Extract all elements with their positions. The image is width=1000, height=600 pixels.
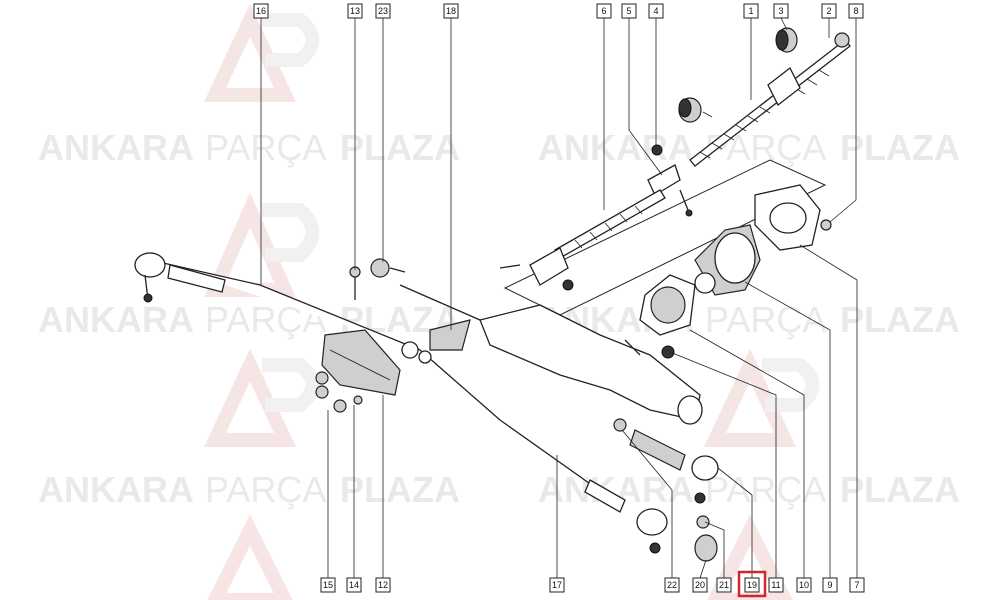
callout-label: 8 [853, 6, 858, 16]
callout-9: 9 [822, 577, 838, 593]
bracket-part-12 [321, 329, 432, 396]
rack-housing-part-18 [399, 284, 703, 425]
watermark-word: ANKARA [38, 469, 194, 510]
callout-label: 3 [778, 6, 783, 16]
watermark-text-row: ANKARA PARÇA PLAZA ANKARA PARÇA PLAZA [38, 469, 960, 510]
watermark-word: PARÇA [705, 299, 826, 340]
callout-14: 14 [346, 577, 362, 593]
track-rod-part-17 [419, 349, 668, 554]
callout-19: 19 [737, 570, 767, 598]
callout-label: 22 [667, 580, 677, 590]
nut-part-15 [315, 371, 329, 385]
callout-1: 1 [743, 3, 759, 19]
callout-label: 6 [601, 6, 606, 16]
watermark-logo [204, 3, 320, 102]
callout-label: 13 [350, 6, 360, 16]
callout-18: 18 [443, 3, 459, 19]
leader-lines [260, 17, 858, 579]
lower-shaft-part-6 [499, 189, 666, 291]
washer-part-14 [353, 395, 363, 405]
callout-16: 16 [253, 3, 269, 19]
boot-part-20 [694, 534, 718, 562]
callout-label: 9 [827, 580, 832, 590]
washer-part-15 [315, 385, 329, 399]
callout-13: 13 [347, 3, 363, 19]
tie-rod-part-22 [613, 418, 719, 504]
watermark-logo [204, 348, 320, 447]
highlight-frame [737, 570, 767, 598]
callout-12: 12 [375, 577, 391, 593]
watermark-text-row: ANKARA PARÇA PLAZA ANKARA PARÇA PLAZA [38, 127, 960, 168]
universal-joint-part-5 [647, 144, 693, 217]
watermark-word: ANKARA [38, 127, 194, 168]
callout-11: 11 [768, 577, 784, 593]
callout-15: 15 [320, 577, 336, 593]
watermark-logo [207, 514, 293, 600]
watermark-word: PARÇA [705, 469, 826, 510]
watermark-word: PLAZA [840, 469, 960, 510]
callout-label: 4 [653, 6, 658, 16]
callout-7: 7 [849, 577, 865, 593]
nut-part-21 [696, 515, 710, 529]
track-rod-part-16 [134, 252, 421, 351]
callout-20: 20 [692, 577, 708, 593]
callout-label: 14 [349, 580, 359, 590]
boot-part-9 [694, 224, 761, 296]
clamp-part-23 [370, 258, 406, 278]
watermark-word: PLAZA [840, 299, 960, 340]
watermark-logo [704, 348, 820, 447]
watermark-layer: ANKARA PARÇA PLAZA ANKARA PARÇA PLAZA AN… [38, 3, 960, 600]
callout-10: 10 [796, 577, 812, 593]
nut-part-8 [834, 32, 850, 48]
callout-2: 2 [821, 3, 837, 19]
callout-label: 1 [748, 6, 753, 16]
callout-23: 23 [375, 3, 391, 19]
watermark-word: PLAZA [840, 127, 960, 168]
callout-3: 3 [773, 3, 789, 19]
nut-part-14 [333, 399, 347, 413]
bush-part-3 [775, 27, 798, 53]
callout-label: 2 [826, 6, 831, 16]
callout-label: 5 [626, 6, 631, 16]
watermark-word: PLAZA [340, 469, 460, 510]
callout-8: 8 [848, 3, 864, 19]
watermark-word: PARÇA [205, 127, 326, 168]
watermark-word: ANKARA [38, 299, 194, 340]
parts-layer [134, 27, 851, 562]
callout-label: 18 [446, 6, 456, 16]
flange-part-10 [639, 274, 696, 336]
callout-label: 11 [771, 580, 780, 590]
threaded-shaft-part-1 [689, 39, 851, 167]
callout-5: 5 [621, 3, 637, 19]
callout-label: 20 [695, 580, 705, 590]
callout-21: 21 [716, 577, 732, 593]
callout-label: 15 [323, 580, 333, 590]
callout-label: 16 [256, 6, 266, 16]
watermark-word: PARÇA [205, 469, 326, 510]
watermark-word: PLAZA [340, 127, 460, 168]
callout-label: 17 [552, 580, 562, 590]
watermark-logo [707, 514, 793, 600]
callout-label: 19 [747, 580, 757, 590]
watermark-word: ANKARA [538, 127, 694, 168]
callout-4: 4 [648, 3, 664, 19]
callout-22: 22 [664, 577, 680, 593]
callout-label: 7 [854, 580, 859, 590]
callout-layer: 16 13 23 18 6 5 4 1 [253, 3, 865, 598]
flange-gasket-part-7 [754, 184, 832, 251]
callout-17: 17 [549, 577, 565, 593]
callout-label: 12 [378, 580, 388, 590]
nut-part-11 [661, 345, 675, 359]
callout-label: 21 [719, 580, 729, 590]
callout-label: 10 [799, 580, 809, 590]
callout-label: 23 [378, 6, 388, 16]
bush-part [678, 97, 713, 123]
callout-6: 6 [596, 3, 612, 19]
